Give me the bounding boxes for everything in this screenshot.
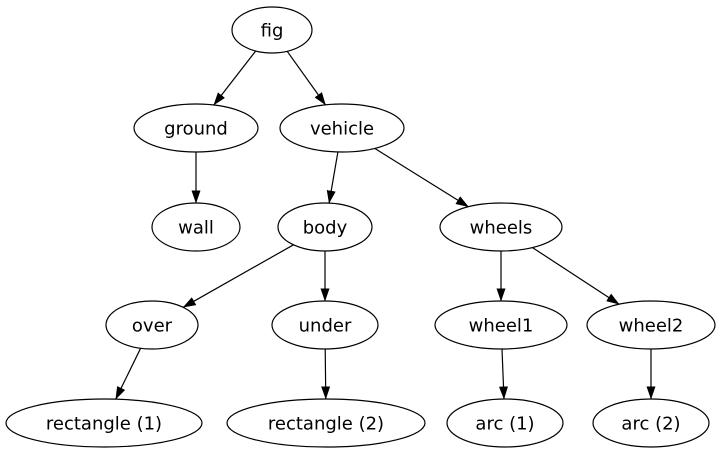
- node-wheel1: wheel1: [434, 300, 568, 350]
- node-under: under: [271, 300, 379, 350]
- node-fig-label: fig: [261, 20, 284, 41]
- node-over: over: [105, 300, 199, 350]
- node-arc1: arc (1): [446, 398, 564, 448]
- node-wheels: wheels: [439, 202, 563, 252]
- node-rect2-ellipse: [226, 398, 426, 448]
- node-vehicle-label: vehicle: [310, 118, 374, 139]
- node-ground-ellipse: [133, 103, 259, 153]
- node-arc2: arc (2): [592, 398, 710, 448]
- node-vehicle-ellipse: [279, 103, 405, 153]
- edge-vehicle-wheels: [374, 147, 469, 208]
- node-wheel2-label: wheel2: [619, 315, 684, 336]
- node-wheel1-ellipse: [434, 300, 568, 350]
- node-over-label: over: [132, 315, 173, 336]
- node-rect1-ellipse: [5, 398, 203, 448]
- node-fig: fig: [231, 6, 313, 54]
- node-wall-ellipse: [151, 202, 241, 252]
- node-rect1: rectangle (1): [5, 398, 203, 448]
- node-wheel2-ellipse: [586, 300, 716, 350]
- edge-body-over: [182, 244, 294, 308]
- node-arc2-label: arc (2): [621, 413, 680, 434]
- node-body: body: [277, 202, 373, 252]
- node-under-label: under: [299, 315, 352, 336]
- node-wall-label: wall: [178, 217, 214, 238]
- node-vehicle: vehicle: [279, 103, 405, 153]
- edge-vehicle-body: [326, 151, 339, 204]
- node-wheels-label: wheels: [470, 217, 533, 238]
- edge-over-rect1: [115, 348, 142, 400]
- node-wheel2: wheel2: [586, 300, 716, 350]
- node-under-ellipse: [271, 300, 379, 350]
- edge-wheel1-arc1: [499, 348, 508, 400]
- edge-fig-vehicle: [286, 50, 326, 106]
- node-over-ellipse: [105, 300, 199, 350]
- edge-fig-ground: [213, 50, 257, 106]
- edge-wheels-wheel2: [532, 247, 620, 305]
- node-rect2: rectangle (2): [226, 398, 426, 448]
- node-wall: wall: [151, 202, 241, 252]
- node-fig-ellipse: [231, 6, 313, 54]
- node-rect1-label: rectangle (1): [46, 413, 162, 434]
- node-body-ellipse: [277, 202, 373, 252]
- edge-under-rect2: [321, 348, 331, 400]
- node-arc1-label: arc (1): [475, 413, 534, 434]
- node-rect2-label: rectangle (2): [268, 413, 384, 434]
- node-ground-label: ground: [164, 118, 228, 139]
- node-wheel1-label: wheel1: [469, 315, 534, 336]
- node-ground: ground: [133, 103, 259, 153]
- node-arc1-ellipse: [446, 398, 564, 448]
- node-wheels-ellipse: [439, 202, 563, 252]
- node-arc2-ellipse: [592, 398, 710, 448]
- node-body-label: body: [303, 217, 348, 238]
